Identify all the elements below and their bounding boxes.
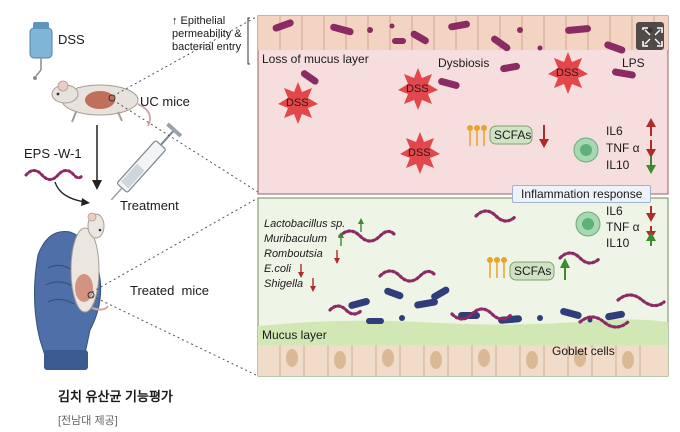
cytokine-tnf-bottom: TNF α (606, 220, 640, 234)
treatment-label: Treatment (120, 198, 179, 213)
caption-credit: [전남대 제공] (58, 415, 118, 427)
dss-label: DSS (58, 32, 85, 47)
scfa-up-arrow (560, 258, 570, 280)
dss-star-1 (278, 82, 318, 124)
dss-star-3 (548, 52, 588, 94)
macrophage-icon (573, 137, 599, 163)
bacteria-ecoli: E.coli (264, 263, 291, 275)
cytokine-il10-top: IL10 (606, 158, 630, 172)
scfas-label-bottom: SCFAs (514, 264, 552, 278)
expand-icon (636, 22, 664, 50)
bacteria-lactobacillus: Lactobacillus sp. (264, 218, 346, 230)
loss-mucus-label: Loss of mucus layer (262, 52, 369, 66)
dss-badge-1: DSS (286, 97, 309, 109)
bacteria-muribaculum: Muribaculum (264, 233, 327, 245)
eps-label: EPS -W-1 (24, 146, 82, 161)
lps-label: LPS (622, 56, 645, 70)
cytokine-il10-bottom: IL10 (606, 236, 630, 250)
dysbiosis-label: Dysbiosis (438, 56, 490, 70)
epithelial-annotation: ↑ Epithelial permeability & bacterial en… (172, 15, 242, 53)
scfa-icon (467, 125, 487, 146)
bacteria-shigella: Shigella (264, 278, 304, 290)
scfas-label-top: SCFAs (494, 128, 532, 142)
dss-badge-3: DSS (556, 67, 579, 79)
dss-star-4 (400, 132, 440, 174)
syringe-icon (110, 122, 183, 201)
dss-bottle-icon (29, 22, 53, 80)
scfa-down-arrow (539, 125, 549, 148)
uc-mice-label: UC mice (140, 94, 190, 109)
epithelial-cells (279, 16, 655, 50)
treated-mouse-icon (70, 212, 109, 313)
inflammation-response-label: Inflammation response (512, 185, 652, 203)
macrophage-icon-bottom (575, 211, 601, 237)
cytokine-arrows-bottom (646, 206, 656, 246)
chain-bacteria-bottom (328, 209, 666, 329)
uc-mouse-icon (51, 80, 151, 127)
cytokine-tnf-top: TNF α (606, 141, 640, 155)
treated-mice-label: Treated mice (130, 283, 209, 298)
bacteria-arrows (298, 218, 364, 292)
zoom-lines (91, 15, 259, 377)
rod-bacteria-top (272, 19, 653, 89)
goblet-cells (279, 345, 641, 376)
cytokine-il6-bottom: IL6 (606, 204, 623, 218)
cytokine-il6-top: IL6 (606, 124, 623, 138)
dss-badge-2: DSS (406, 83, 429, 95)
scfa-icon-bottom (487, 257, 507, 278)
caption-title: 김치 유산균 기능평가 (58, 389, 173, 404)
cytokine-arrows-top (646, 118, 656, 174)
dss-badge-4: DSS (408, 147, 431, 159)
eps-bacteria-icon (24, 169, 84, 181)
bacteria-romboutsia: Romboutsia (264, 248, 323, 260)
goblet-cells-label: Goblet cells (552, 344, 615, 358)
dss-star-2 (398, 68, 438, 110)
mucus-layer-label: Mucus layer (262, 328, 327, 342)
